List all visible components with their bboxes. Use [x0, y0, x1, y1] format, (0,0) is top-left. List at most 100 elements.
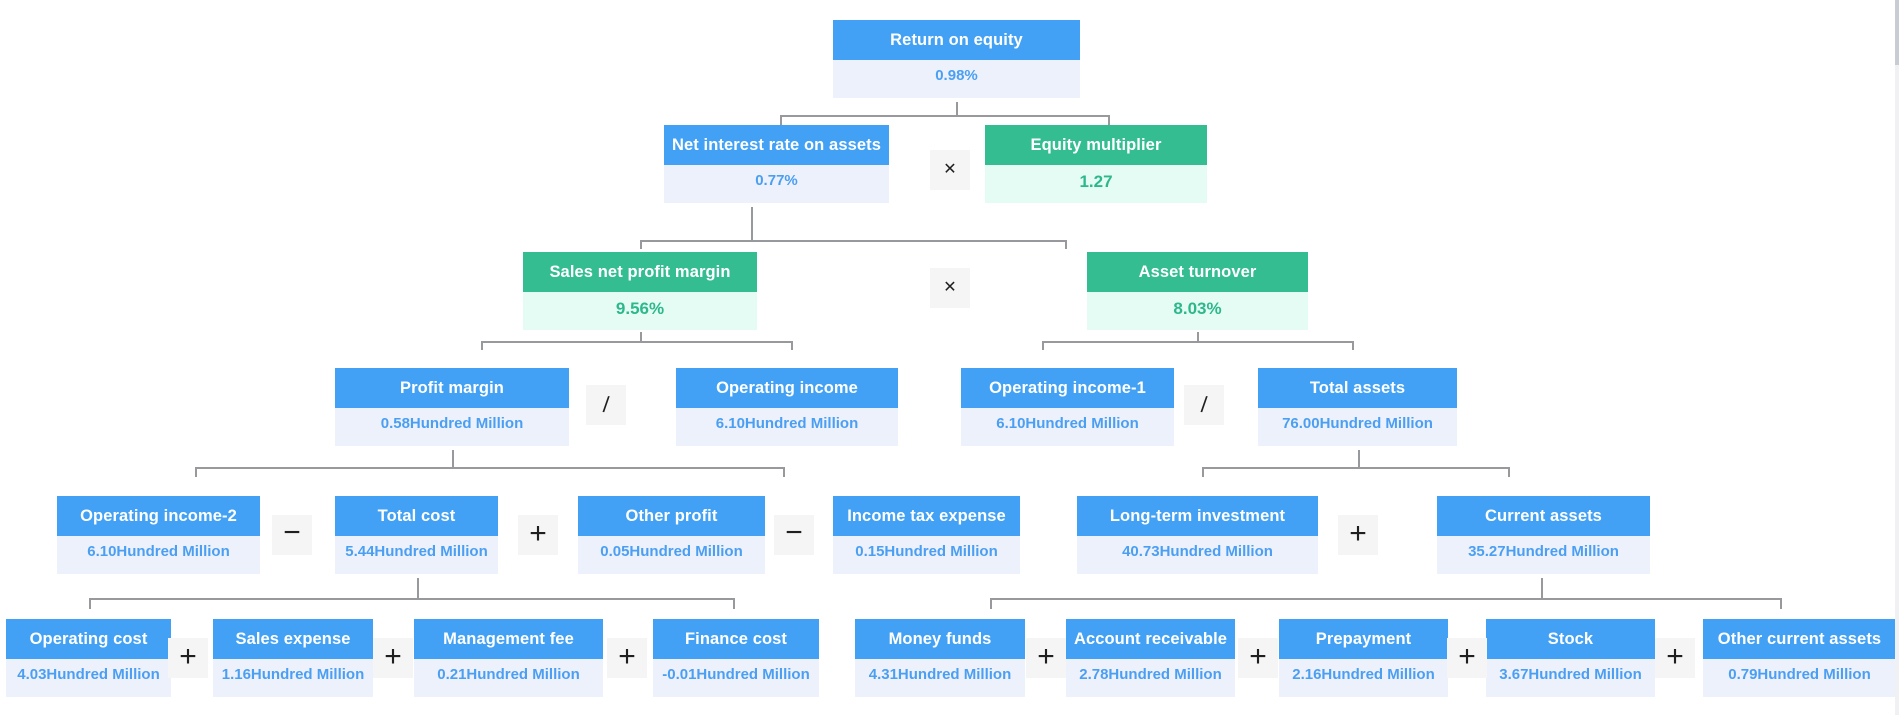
node-title: Asset turnover	[1087, 252, 1308, 292]
node-value: 6.10Hundred Million	[57, 536, 260, 574]
node-title: Account receivable	[1066, 619, 1235, 659]
node-value: 0.15Hundred Million	[833, 536, 1020, 574]
connector-line	[990, 598, 1782, 600]
connector-tick	[1202, 467, 1204, 477]
plus-operator-icon: +	[1655, 638, 1695, 678]
node-sales-net-profit-margin[interactable]: Sales net profit margin 9.56%	[523, 252, 757, 330]
plus-symbol: +	[1249, 640, 1267, 673]
multiply-operator-icon: ✕	[930, 150, 970, 190]
plus-operator-icon: +	[1447, 638, 1487, 678]
node-prepayment[interactable]: Prepayment 2.16Hundred Million	[1279, 619, 1448, 697]
node-operating-income-1[interactable]: Operating income-1 6.10Hundred Million	[961, 368, 1174, 446]
node-value: 4.31Hundred Million	[855, 659, 1025, 697]
scrollbar-thumb[interactable]	[1895, 0, 1899, 65]
node-management-fee[interactable]: Management fee 0.21Hundred Million	[414, 619, 603, 697]
node-title: Current assets	[1437, 496, 1650, 536]
plus-operator-icon: +	[168, 638, 208, 678]
node-title: Stock	[1486, 619, 1655, 659]
plus-symbol: +	[529, 517, 547, 550]
node-title: Prepayment	[1279, 619, 1448, 659]
node-value: 3.67Hundred Million	[1486, 659, 1655, 697]
node-title: Sales expense	[213, 619, 373, 659]
node-value: 76.00Hundred Million	[1258, 408, 1457, 446]
node-equity-multiplier[interactable]: Equity multiplier 1.27	[985, 125, 1207, 203]
connector-tick	[640, 240, 642, 249]
connector-tick	[1108, 115, 1110, 125]
node-value: 0.21Hundred Million	[414, 659, 603, 697]
node-return-on-equity[interactable]: Return on equity 0.98%	[833, 20, 1080, 98]
node-title: Operating income-1	[961, 368, 1174, 408]
connector-stub	[1541, 578, 1543, 598]
node-value: 40.73Hundred Million	[1077, 536, 1318, 574]
node-net-interest-rate-on-assets[interactable]: Net interest rate on assets 0.77%	[664, 125, 889, 203]
connector-tick	[1780, 598, 1782, 609]
node-other-current-assets[interactable]: Other current assets 0.79Hundred Million	[1703, 619, 1896, 697]
connector-tick	[791, 341, 793, 350]
node-money-funds[interactable]: Money funds 4.31Hundred Million	[855, 619, 1025, 697]
connector-tick	[195, 467, 197, 477]
connector-tick	[780, 115, 782, 125]
connector-stub	[452, 450, 454, 467]
node-title: Management fee	[414, 619, 603, 659]
connector-stub	[751, 207, 753, 240]
plus-symbol: +	[1666, 640, 1684, 673]
connector-tick	[1352, 341, 1354, 350]
connector-line	[780, 115, 1110, 117]
node-title: Operating income-2	[57, 496, 260, 536]
connector-line	[195, 467, 785, 469]
connector-stub	[1358, 450, 1360, 467]
node-total-cost[interactable]: Total cost 5.44Hundred Million	[335, 496, 498, 574]
connector-tick	[990, 598, 992, 609]
node-operating-income-2[interactable]: Operating income-2 6.10Hundred Million	[57, 496, 260, 574]
node-stock[interactable]: Stock 3.67Hundred Million	[1486, 619, 1655, 697]
node-title: Sales net profit margin	[523, 252, 757, 292]
node-finance-cost[interactable]: Finance cost -0.01Hundred Million	[653, 619, 819, 697]
node-operating-income[interactable]: Operating income 6.10Hundred Million	[676, 368, 898, 446]
node-title: Income tax expense	[833, 496, 1020, 536]
minus-operator-icon: −	[272, 515, 312, 555]
node-title: Total assets	[1258, 368, 1457, 408]
connector-tick	[481, 341, 483, 350]
node-value: 0.77%	[664, 165, 889, 203]
node-value: 6.10Hundred Million	[676, 408, 898, 446]
node-other-profit[interactable]: Other profit 0.05Hundred Million	[578, 496, 765, 574]
divide-operator-icon: /	[586, 385, 626, 425]
plus-operator-icon: +	[1338, 515, 1378, 555]
connector-line	[89, 598, 735, 600]
node-value: -0.01Hundred Million	[653, 659, 819, 697]
node-title: Operating income	[676, 368, 898, 408]
connector-tick	[783, 467, 785, 477]
node-asset-turnover[interactable]: Asset turnover 8.03%	[1087, 252, 1308, 330]
minus-operator-icon: −	[774, 515, 814, 555]
node-title: Other profit	[578, 496, 765, 536]
node-title: Long-term investment	[1077, 496, 1318, 536]
node-value: 2.16Hundred Million	[1279, 659, 1448, 697]
node-operating-cost[interactable]: Operating cost 4.03Hundred Million	[6, 619, 171, 697]
divide-operator-icon: /	[1184, 385, 1224, 425]
node-total-assets[interactable]: Total assets 76.00Hundred Million	[1258, 368, 1457, 446]
node-title: Profit margin	[335, 368, 569, 408]
connector-stub	[417, 578, 419, 598]
node-account-receivable[interactable]: Account receivable 2.78Hundred Million	[1066, 619, 1235, 697]
node-current-assets[interactable]: Current assets 35.27Hundred Million	[1437, 496, 1650, 574]
node-profit-margin[interactable]: Profit margin 0.58Hundred Million	[335, 368, 569, 446]
connector-tick	[1065, 240, 1067, 249]
plus-operator-icon: +	[607, 638, 647, 678]
node-value: 0.98%	[833, 60, 1080, 98]
multiply-symbol: ✕	[943, 279, 957, 296]
connector-stub	[1197, 332, 1199, 341]
node-income-tax-expense[interactable]: Income tax expense 0.15Hundred Million	[833, 496, 1020, 574]
node-value: 8.03%	[1087, 292, 1308, 330]
node-long-term-investment[interactable]: Long-term investment 40.73Hundred Millio…	[1077, 496, 1318, 574]
node-sales-expense[interactable]: Sales expense 1.16Hundred Million	[213, 619, 373, 697]
connector-tick	[1042, 341, 1044, 350]
node-title: Total cost	[335, 496, 498, 536]
node-value: 5.44Hundred Million	[335, 536, 498, 574]
node-value: 0.79Hundred Million	[1703, 659, 1896, 697]
node-value: 0.58Hundred Million	[335, 408, 569, 446]
node-value: 0.05Hundred Million	[578, 536, 765, 574]
vertical-scrollbar[interactable]	[1895, 0, 1899, 715]
plus-symbol: +	[1458, 640, 1476, 673]
node-value: 1.27	[985, 165, 1207, 203]
